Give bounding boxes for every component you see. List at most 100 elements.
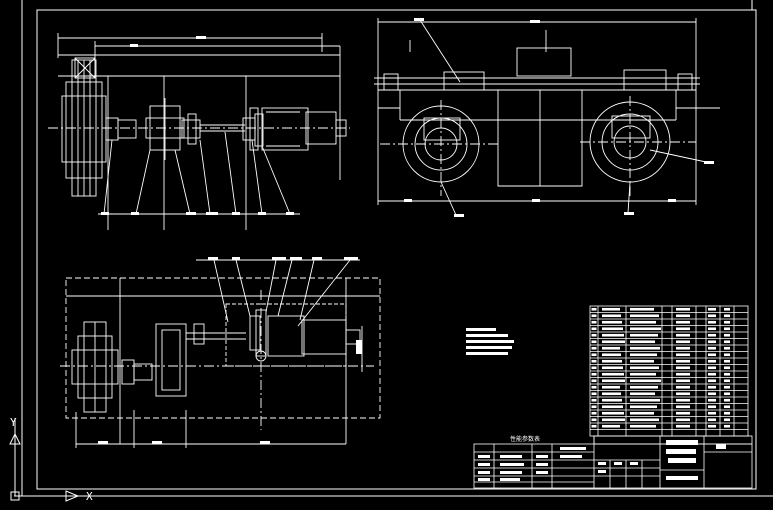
parts-list-cell-text (630, 307, 654, 311)
ucs-y-label: Y (10, 416, 17, 429)
parts-list-cell-text (708, 379, 716, 383)
parts-list-cell-text (630, 411, 654, 415)
title-block[interactable] (473, 435, 753, 489)
parts-list-cell-text (602, 405, 623, 409)
parts-list-cell-text (676, 385, 690, 389)
parts-list-cell-text (724, 411, 730, 415)
parts-list-cell-text (602, 424, 620, 428)
parts-list-cell-text (591, 392, 597, 396)
parts-list-cell-text (630, 314, 659, 318)
parts-list-cell-text (630, 424, 656, 428)
parts-list-cell-text (708, 346, 716, 350)
parts-list-cell-text (708, 320, 716, 324)
parts-list-cell-text (724, 379, 730, 383)
parts-list-cell-text (602, 327, 623, 331)
parts-list-cell-text (708, 405, 716, 409)
parts-list-cell-text (708, 398, 716, 402)
parts-list-cell-text (602, 379, 625, 383)
parts-list-cell-text (676, 405, 690, 409)
parts-list-cell-text (602, 385, 620, 389)
parts-list-cell-text (676, 320, 690, 324)
parts-list-cell-text (602, 320, 622, 324)
parts-list-cell-text (602, 346, 620, 350)
parts-list-cell-text (591, 359, 597, 363)
ucs-icon (9, 418, 80, 502)
parts-list-cell-text (591, 405, 597, 409)
parts-list-cell-text (708, 392, 716, 396)
parts-list-cell-text (676, 314, 690, 318)
parts-list-cell-text (591, 353, 597, 357)
spec-table-title: 性能参数表 (510, 435, 540, 443)
side-view-drive[interactable] (48, 33, 350, 230)
parts-list-cell-text (591, 385, 597, 389)
parts-list-cell-text (676, 379, 690, 383)
parts-list-cell-text (591, 320, 597, 324)
end-view-leader-tags (404, 18, 714, 217)
parts-list-cell-text (602, 398, 622, 402)
parts-list-cell-text (708, 372, 716, 376)
parts-list-cell-text (676, 366, 690, 370)
parts-list-cell-text (602, 314, 621, 318)
parts-list-cell-text (591, 418, 597, 422)
parts-list-cell-text (676, 333, 690, 337)
parts-list-cell-text (708, 307, 716, 311)
plan-view-drive[interactable] (60, 259, 381, 448)
parts-list-cell-text (724, 372, 730, 376)
parts-list-cell-text (591, 333, 597, 337)
parts-list-cell-text (630, 392, 655, 396)
parts-list-cell-text (724, 418, 730, 422)
parts-list-cell-text (676, 411, 690, 415)
parts-list-cell-text (630, 346, 660, 350)
parts-list-cell-text (591, 307, 597, 311)
parts-list-table[interactable] (589, 305, 749, 437)
parts-list-cell-text (724, 424, 730, 428)
parts-list-cell-text (630, 353, 657, 357)
parts-list-cell-text (708, 385, 716, 389)
parts-list-cell-text (591, 366, 597, 370)
parts-list-cell-text (724, 398, 730, 402)
parts-list-cell-text (630, 405, 657, 409)
parts-list-cell-text (591, 327, 597, 331)
parts-list-cell-text (630, 340, 655, 344)
parts-list-cell-text (724, 307, 730, 311)
parts-list-cell-text (676, 307, 690, 311)
side-view-leader-tags (101, 36, 294, 215)
parts-list-cell-text (602, 372, 624, 376)
parts-list-cell-text (676, 353, 690, 357)
parts-list-cell-text (630, 418, 659, 422)
parts-list-cell-text (708, 411, 716, 415)
parts-list-cell-text (676, 340, 690, 344)
parts-list-cell-text (724, 405, 730, 409)
parts-list-cell-text (602, 307, 620, 311)
parts-list-cell-text (708, 366, 716, 370)
title-block-fills (478, 440, 726, 481)
parts-list-cell-text (630, 327, 661, 331)
parts-list-cell-text (591, 340, 597, 344)
parts-list-cell-text (708, 333, 716, 337)
parts-list-cell-text (724, 385, 730, 389)
parts-list-cell-text (724, 366, 730, 370)
parts-list-cell-text (591, 424, 597, 428)
parts-list-cell-text (630, 372, 656, 376)
plan-view-leader-tags (98, 257, 362, 444)
parts-list-cell-text (591, 372, 597, 376)
parts-list-cell-text (724, 340, 730, 344)
parts-list-cell-text (602, 353, 621, 357)
parts-list-cell-text (676, 398, 690, 402)
parts-list-cell-text (591, 411, 597, 415)
parts-list-cell-text (676, 346, 690, 350)
parts-list-cell-text (724, 359, 730, 363)
technical-notes-block (466, 328, 514, 355)
parts-list-cell-text (591, 379, 597, 383)
parts-list-cell-text (602, 340, 625, 344)
parts-list-cell-text (602, 333, 624, 337)
parts-list-cell-text (602, 392, 621, 396)
parts-list-cell-text (630, 320, 656, 324)
parts-list-cell-text (708, 353, 716, 357)
parts-list-cell-text (676, 392, 690, 396)
drawing-frame (14, 0, 773, 497)
parts-list-cell-text (602, 366, 623, 370)
parts-list-cell-text (676, 359, 690, 363)
parts-list-cell-text (591, 398, 597, 402)
